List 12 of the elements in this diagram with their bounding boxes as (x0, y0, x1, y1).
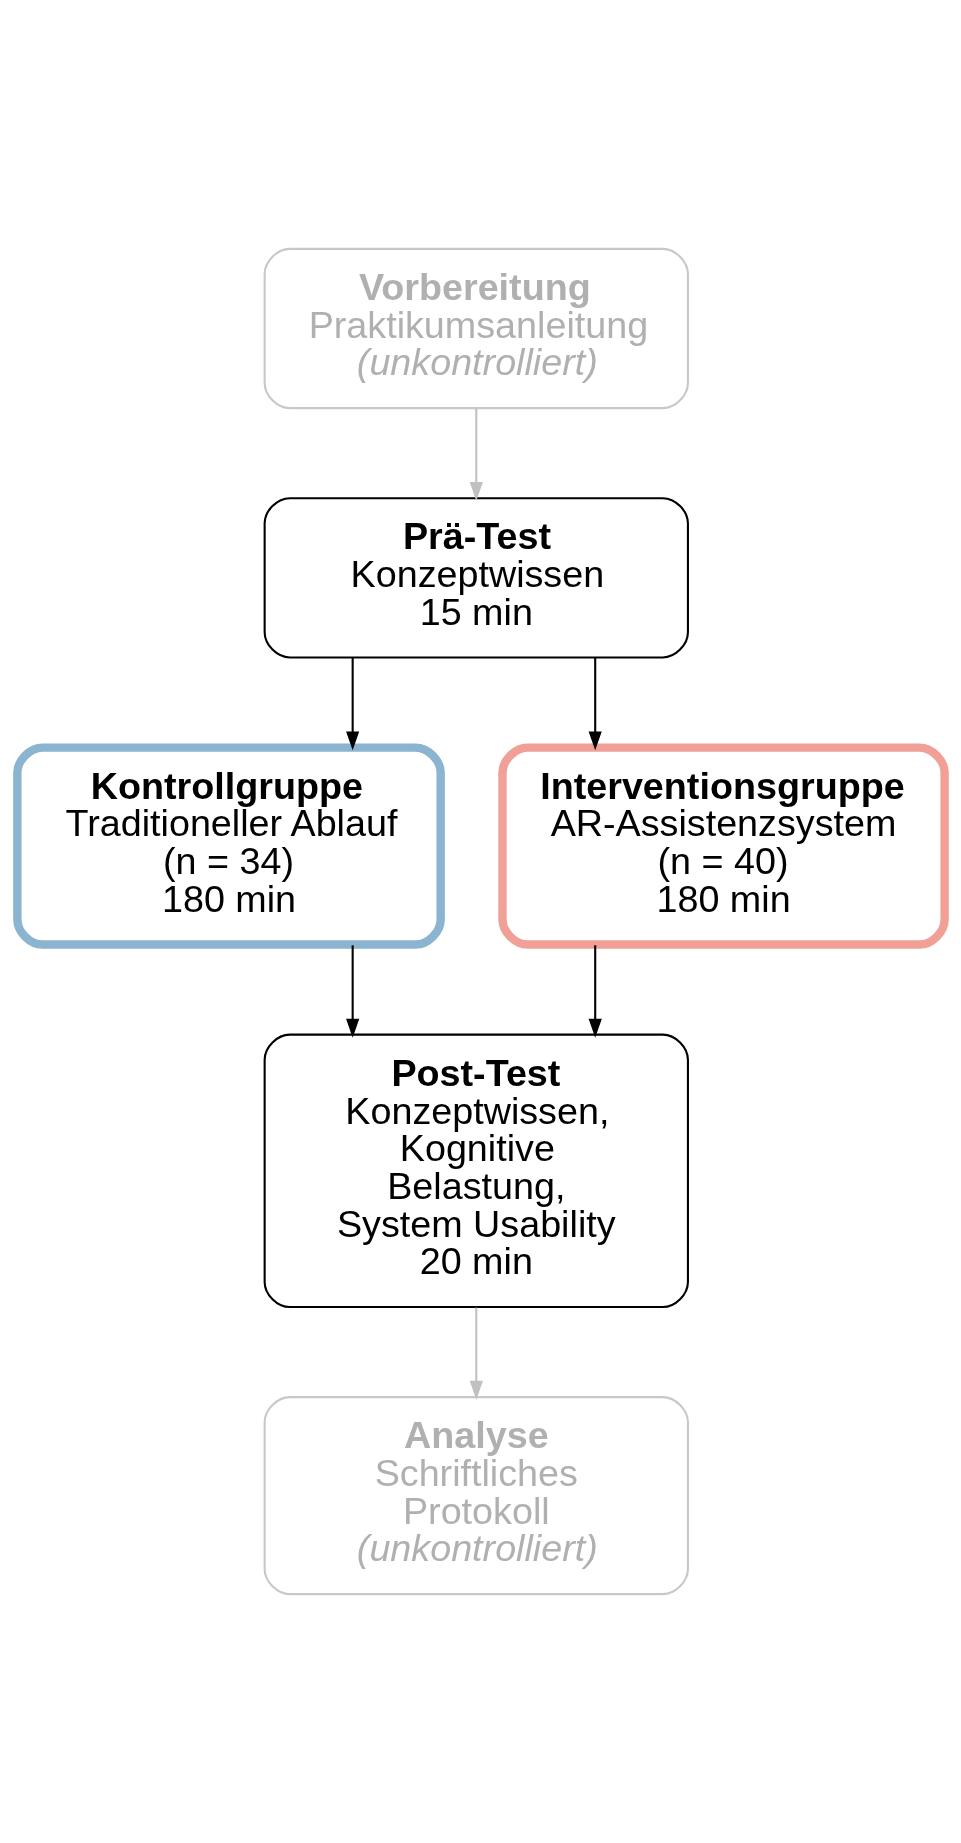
arrow (588, 657, 602, 751)
node-box: Vorbereitung Praktikumsanleitung (unkontrolliert) (263, 247, 689, 410)
node-box: Prä-Test Konzeptwissen 15 min (263, 497, 689, 659)
arrow (345, 657, 359, 751)
node-box: Interventionsgruppe AR-Assistenzsystem (n = 40) 180 min (497, 743, 949, 949)
node-box: Analyse Schriftliches Protokoll (unkontrolliert) (263, 1396, 689, 1596)
arrow (345, 945, 359, 1038)
arrow (588, 945, 602, 1038)
node-box: Kontrollgruppe Traditioneller Ablauf (n = 34) 180 min (12, 743, 445, 949)
node-box: Post-Test Konzeptwissen, Kognitive Belastung, System Usability 20 min (263, 1033, 689, 1309)
arrow (469, 1307, 483, 1400)
arrow (469, 408, 483, 501)
